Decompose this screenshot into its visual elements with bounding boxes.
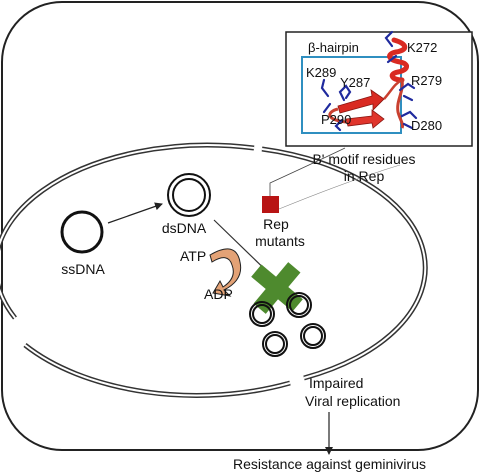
r279-stick [398, 82, 416, 102]
residue-label-k289: K289 [306, 65, 336, 80]
rep-mutants-label-line2: mutants [255, 233, 305, 249]
rep-mutants-label-line1: Rep [263, 216, 289, 232]
dna-product-circle [300, 323, 326, 349]
rep-mutant-marker [262, 196, 279, 213]
dsdna-outer-circle [167, 173, 211, 217]
helix-segment [387, 37, 409, 83]
atp-label: ATP [180, 248, 206, 264]
residue-sticks [320, 30, 418, 132]
structure-inset-box [285, 31, 473, 147]
residue-label-r279: R279 [411, 73, 442, 88]
atp-hydrolysis-arrow [209, 248, 242, 297]
p290-stick [334, 118, 344, 132]
y287-stick [338, 84, 352, 102]
d280-stick [400, 110, 418, 130]
nuclear-envelope-inner [0, 144, 427, 397]
motif-caption-line2: in Rep [344, 168, 385, 184]
dna-product-circle [262, 331, 288, 357]
beta-strand-upper [337, 89, 385, 114]
dna-product-circle [303, 326, 323, 346]
block-cross-icon [251, 262, 303, 314]
dna-product-circle [265, 334, 285, 354]
impaired-label-line2: Viral replication [305, 393, 400, 409]
dna-product-circle [289, 295, 309, 315]
replication-arrow [107, 202, 163, 224]
motif-caption-line1: B' motif residues [312, 151, 415, 167]
k272-stick [384, 30, 398, 64]
nuclear-envelope-bottom-segment [23, 343, 291, 398]
residue-label-p290: P290 [321, 112, 351, 127]
dna-product-circle [286, 292, 312, 318]
adp-label: ADP [204, 286, 233, 302]
k289-stick [320, 78, 332, 114]
replicated-dna-circles [249, 292, 326, 357]
resistance-label: Resistance against geminivirus [233, 456, 426, 472]
ssdna-circle [60, 210, 104, 254]
dsdna-label: dsDNA [162, 220, 207, 236]
impaired-label-line1: Impaired [309, 375, 363, 391]
cell-wall [1, 1, 479, 451]
residue-label-y287: Y287 [340, 75, 370, 90]
beta-hairpin-label: β-hairpin [308, 40, 359, 55]
callout-line-inner [278, 164, 401, 210]
dna-product-circle [252, 304, 272, 324]
protein-ribbon [328, 37, 409, 129]
beta-strand-lower [345, 109, 385, 129]
callout-line [269, 147, 346, 196]
dsdna-inner-circle [172, 178, 206, 212]
ssdna-label: ssDNA [61, 261, 105, 277]
dna-product-circle [249, 301, 275, 327]
loop-to-helix [383, 78, 403, 100]
residue-label-k272: K272 [407, 40, 437, 55]
residue-label-d280: D280 [411, 118, 442, 133]
